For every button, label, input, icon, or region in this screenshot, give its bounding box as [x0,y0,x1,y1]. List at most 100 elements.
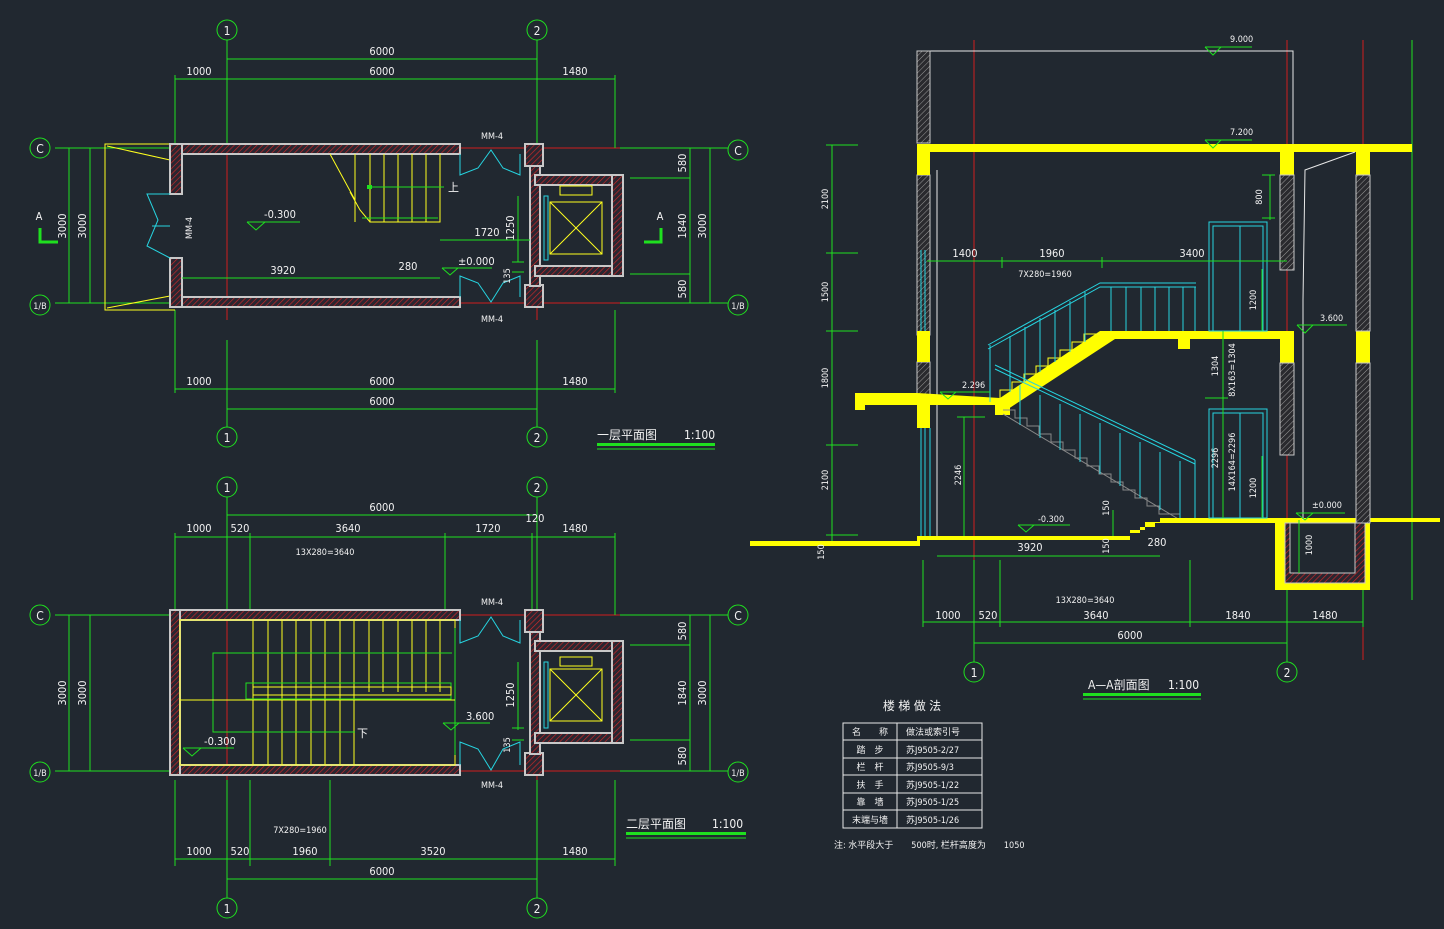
dim-text: 3520 [420,845,445,858]
plan-first-floor: 1 2 1 2 C 1/B C 1/B 6000 1000 6000 1480 … [29,19,749,450]
dim-text: 1000 [186,845,211,858]
drawing-scale: 1:100 [684,428,715,442]
axis-label: C [36,142,44,156]
dim-text: 1480 [562,375,587,388]
stair-flight-down [179,619,456,766]
level-label: -0.300 [264,208,296,221]
section-mark-label: A [657,210,664,223]
dim-text: 580 [676,747,689,766]
door-bottom [459,275,521,303]
stair-steps-note: 7X280=1960 [273,826,327,836]
dim-text: 1000 [186,375,211,388]
dim-text: 520 [231,522,250,535]
level-label: 2.296 [962,381,985,391]
axis-label: 2 [534,902,541,916]
dim-text: 520 [231,845,250,858]
drawing-title: 一层平面图 [597,428,657,442]
axis-label: 2 [534,481,541,495]
dim-text: 1480 [562,65,587,78]
dim-text: 1480 [562,522,587,535]
dim-text: 3640 [335,522,360,535]
door-label: MM-4 [481,781,503,791]
stair-steps-note: 13X280=3640 [296,548,355,558]
dim-text: 3000 [696,213,709,238]
axis-label: 1/B [731,302,744,312]
slab-7200 [917,144,1412,152]
door-label: MM-4 [481,598,503,608]
door-top [459,149,521,176]
door-label: MM-4 [481,132,503,142]
table-note: 注: 水平段大于 500时, 栏杆高度为 1050 [834,839,1025,851]
dim-text: 6000 [369,395,394,408]
door-label: MM-4 [481,315,503,325]
slab-3600 [1100,331,1294,339]
axis-label: 1/B [731,769,744,779]
dim-text: 2100 [821,470,831,491]
axis-bubble-c-left [29,137,51,159]
dim-text: 6000 [369,501,394,514]
section-mark-left [38,228,58,244]
dim-text: 800 [1255,189,1265,204]
ground-slab [750,518,1440,590]
axis-label: C [734,609,742,623]
level-label: ±0.000 [1312,501,1342,511]
level-label: ±0.000 [458,255,495,268]
dim-text: 3000 [76,680,89,705]
dim-text: 135 [503,737,513,752]
table-cell: 苏J9505-9/3 [906,761,954,773]
level-label: 9.000 [1230,35,1253,45]
dim-text: 120 [526,512,545,525]
axis-label: 1 [971,666,978,680]
dim-text: 6000 [369,865,394,878]
dim-text: 520 [979,609,998,622]
dim-note: 14X164=2296 [1228,433,1238,492]
axis-label: 2 [534,431,541,445]
dim-text: 1400 [952,247,977,260]
axis-label: 1 [224,902,231,916]
dim-text: 1720 [475,522,500,535]
axis-bubble-b-right [727,294,749,316]
axis-label: 1 [224,481,231,495]
dim-text: 6000 [369,375,394,388]
door-label: MM-4 [185,217,195,239]
level-label: 7.200 [1230,128,1253,138]
drawing-scale: 1:100 [1168,678,1199,692]
dim-text: 135 [503,268,513,283]
axis-bubble-2-top [526,19,548,41]
stair-spec-table: 楼 梯 做 法 名 称 做法或索引号 踏 步 苏J9505-2/27 栏 杆 苏… [834,698,1025,851]
dim-text: 580 [676,154,689,173]
stair-steps-note: 7X280=1960 [1018,270,1072,280]
dim-text: 2296 [1211,448,1221,469]
axis-label: C [734,144,742,158]
dim-text: 3920 [270,264,295,277]
table-title: 楼 梯 做 法 [883,698,941,713]
dim-text: 1200 [1249,478,1259,499]
dim-text: 3640 [1083,609,1108,622]
dim-text: 1000 [935,609,960,622]
dim-text: 1960 [1039,247,1064,260]
section-mark-right [644,228,663,244]
dim-text: 3000 [56,213,69,238]
dim-text: 580 [676,622,689,641]
drawing-scale: 1:100 [712,817,743,831]
dim-text: 1000 [1305,535,1315,556]
axis-label: 1/B [33,769,46,779]
section-a-a: 1 2 9.000 7.200 3.600 2.296 ±0.000 -0.30… [750,35,1440,700]
level-label: 3.600 [466,710,494,723]
table-cell: 踏 步 [856,744,883,756]
table-cell: 苏J9505-1/25 [906,796,959,808]
dim-text: 2246 [954,465,964,486]
railing-lower [994,364,1196,518]
dim-text: 3000 [696,680,709,705]
dim-text: 1000 [186,522,211,535]
dim-text: 1800 [821,368,831,389]
dim-text: 6000 [1117,629,1142,642]
door-left [146,193,171,259]
dim-text: 1960 [292,845,317,858]
axis-label: 1 [224,431,231,445]
dim-text: 1000 [186,65,211,78]
dim-text: 6000 [369,65,394,78]
railing-upper [987,282,1196,402]
stair-flight-upper [1000,331,1120,411]
dim-text: 1840 [676,680,689,705]
